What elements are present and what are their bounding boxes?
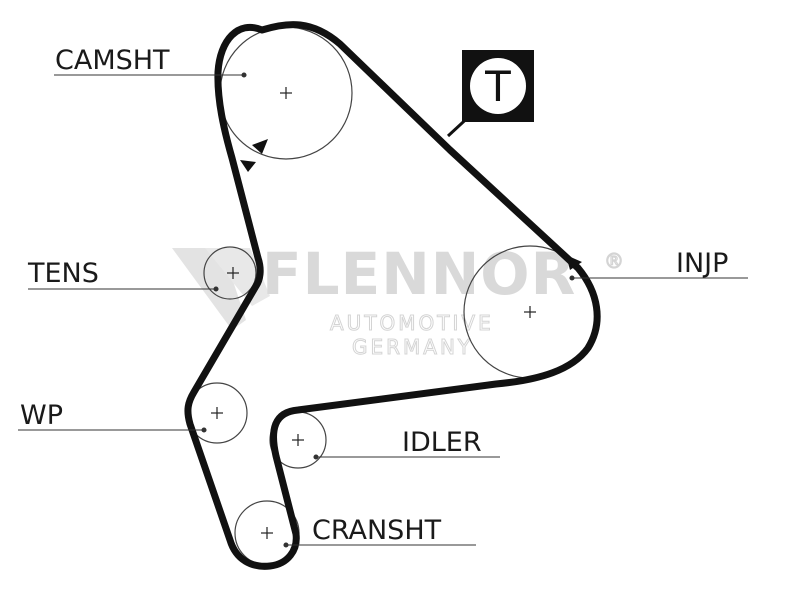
- watermark-line1: AUTOMOTIVE: [330, 311, 494, 335]
- idler-center-mark: [292, 434, 304, 446]
- water-pump-label: WP: [20, 400, 63, 431]
- injection-timing-mark: [566, 255, 582, 270]
- watermark: FLENNOR ® AUTOMOTIVE GERMANY: [172, 240, 625, 360]
- watermark-brand: FLENNOR: [262, 240, 576, 308]
- timing-belt: [184, 21, 601, 570]
- tensioner-center-mark: [227, 267, 239, 279]
- crankshaft-center-mark: [261, 527, 273, 539]
- injection-pump-leader: [569, 275, 748, 281]
- watermark-registered-mark: ®: [604, 249, 624, 273]
- camshaft-label: CAMSHT: [55, 45, 170, 76]
- camshaft-leader: [54, 72, 247, 78]
- tensioner-leader: [28, 286, 219, 292]
- crankshaft-label: CRANSHT: [312, 515, 442, 546]
- crankshaft-leader: [283, 542, 476, 548]
- timing-badge: T: [446, 50, 534, 138]
- camshaft-center-mark: [280, 87, 292, 99]
- timing-badge-letter: T: [484, 62, 511, 111]
- injection-pump-center-mark: [524, 306, 536, 318]
- water-pump-center-mark: [211, 407, 223, 419]
- idler-label: IDLER: [402, 427, 482, 458]
- timing-badge-circle: [470, 58, 526, 114]
- injection-pump-label: INJP: [676, 248, 728, 279]
- water-pump-leader: [18, 427, 207, 433]
- tensioner-pulley: [203, 246, 257, 300]
- watermark-line2: GERMANY: [352, 335, 473, 359]
- timing-mark-arrows: [240, 139, 268, 172]
- idler-leader: [313, 454, 500, 460]
- tensioner-label: TENS: [27, 258, 99, 289]
